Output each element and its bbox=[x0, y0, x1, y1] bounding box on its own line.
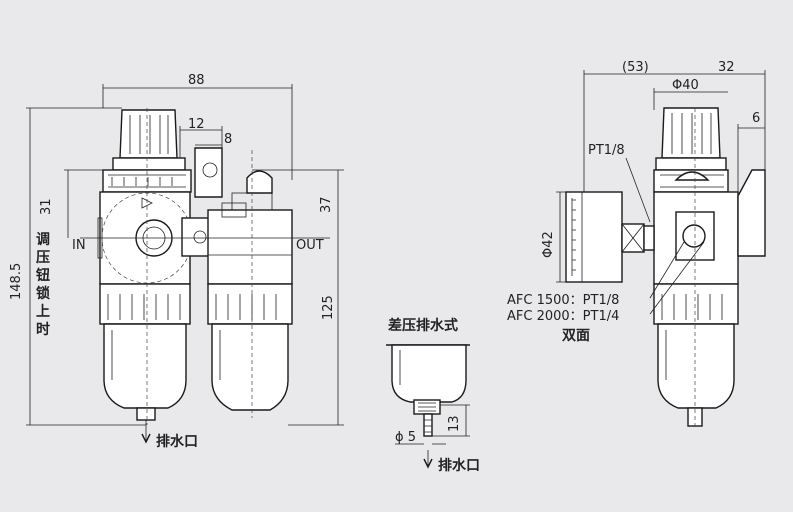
dim-8: 8 bbox=[224, 132, 232, 147]
differential-drain-detail bbox=[386, 344, 470, 469]
label-double-side: 双面 bbox=[562, 328, 590, 344]
dim-12: 12 bbox=[188, 117, 205, 132]
annotation-labels: IN OUT PT1/8 AFC 1500：PT1/8 AFC 2000：PT1… bbox=[35, 143, 625, 474]
dim-6: 6 bbox=[752, 111, 760, 126]
side-view bbox=[556, 70, 766, 430]
label-drain-left: 排水口 bbox=[156, 433, 198, 450]
front-view bbox=[26, 84, 344, 444]
dim-phi5: ϕ 5 bbox=[395, 430, 416, 445]
dim-88: 88 bbox=[188, 73, 205, 88]
dim-phi40: Φ40 bbox=[672, 78, 699, 93]
label-knob-lock-3: 钮 bbox=[35, 267, 50, 284]
dim-phi42: Φ42 bbox=[541, 231, 556, 258]
label-pt18: PT1/8 bbox=[588, 143, 625, 158]
label-knob-lock-6: 时 bbox=[36, 321, 50, 338]
label-out: OUT bbox=[296, 238, 324, 253]
label-drain-middle: 排水口 bbox=[438, 457, 480, 474]
dim-31: 31 bbox=[39, 198, 54, 215]
label-differential-drain: 差压排水式 bbox=[388, 317, 458, 334]
label-knob-lock-4: 锁 bbox=[36, 285, 50, 302]
dim-125: 125 bbox=[321, 295, 336, 320]
label-knob-lock-1: 调 bbox=[36, 232, 50, 248]
dim-37: 37 bbox=[319, 196, 334, 213]
label-in: IN bbox=[72, 238, 86, 253]
dim-13: 13 bbox=[447, 415, 462, 432]
dimension-labels: 88 12 8 31 148.5 37 125 (53) 32 Φ40 6 Φ4… bbox=[9, 60, 760, 445]
label-knob-lock-2: 压 bbox=[36, 250, 50, 266]
label-afc2000: AFC 2000：PT1/4 bbox=[507, 309, 619, 324]
label-knob-lock-5: 上 bbox=[36, 304, 50, 320]
dim-32: 32 bbox=[718, 60, 735, 75]
dim-53: (53) bbox=[622, 60, 649, 75]
label-afc1500: AFC 1500：PT1/8 bbox=[507, 293, 619, 308]
dim-148-5: 148.5 bbox=[9, 263, 24, 300]
